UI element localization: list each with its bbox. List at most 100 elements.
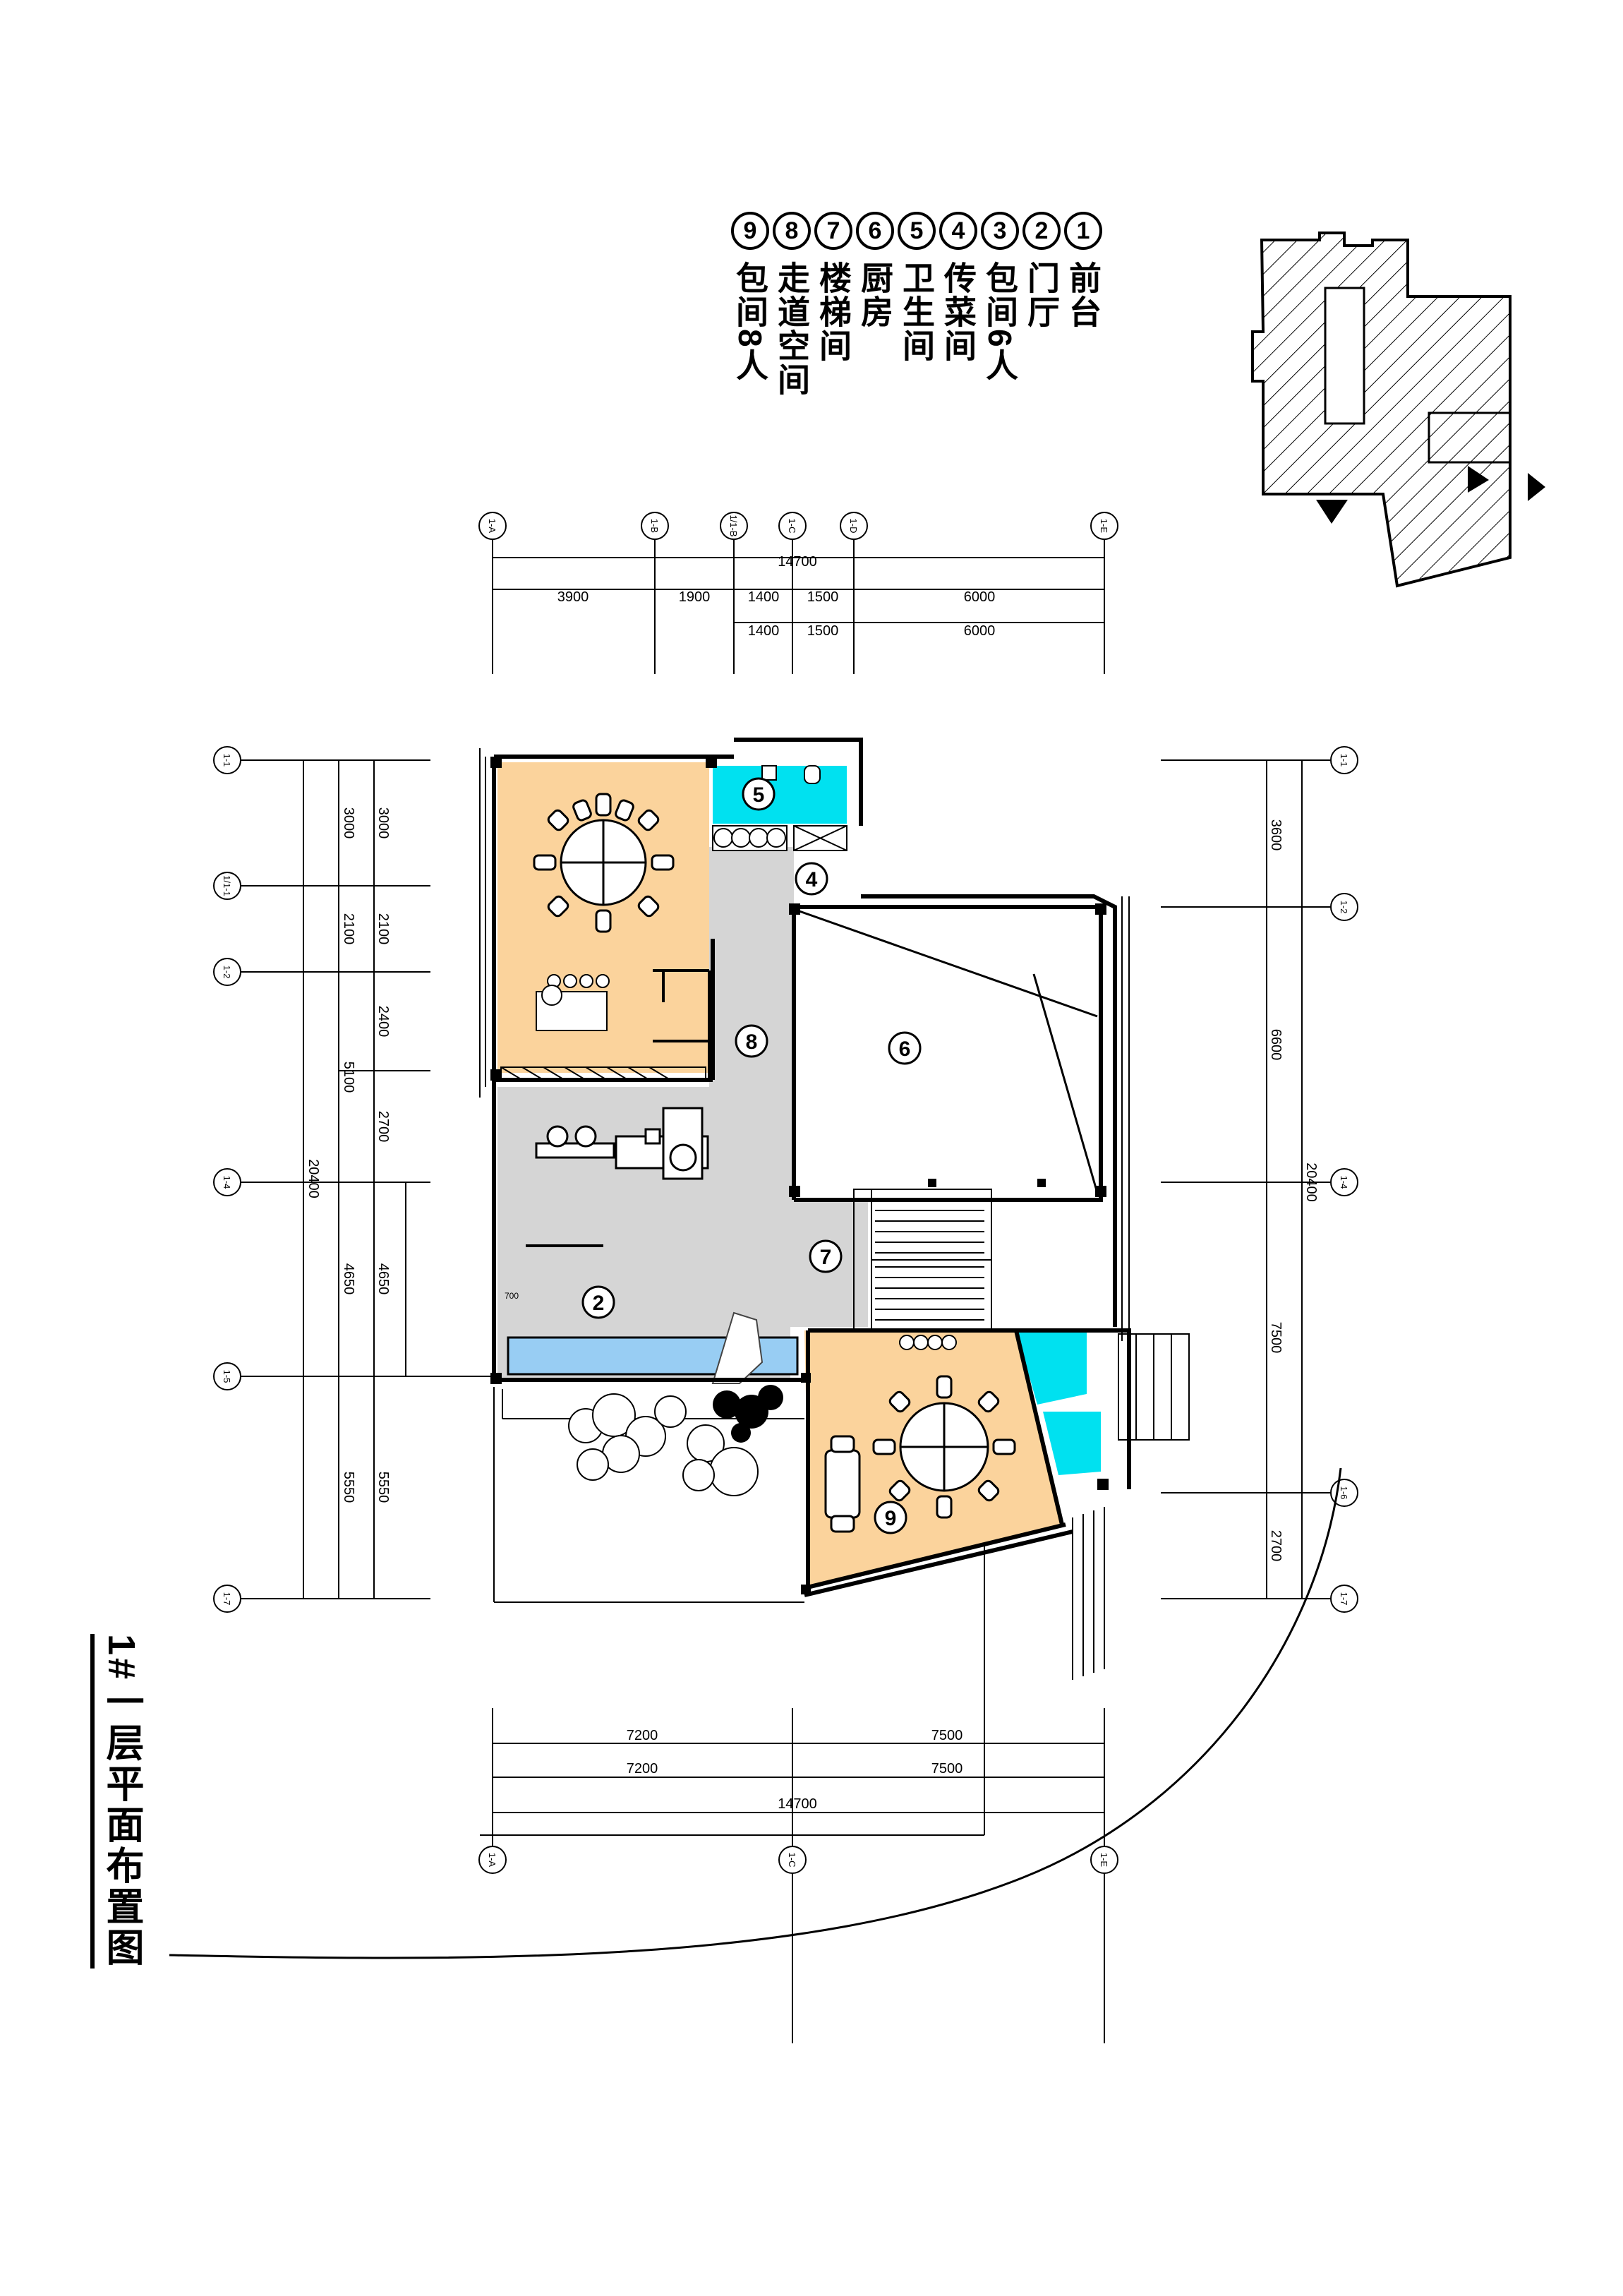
grid-bubble-bottom: 1-E bbox=[1090, 1846, 1118, 1874]
legend-label: 前台 bbox=[1065, 261, 1102, 329]
building bbox=[479, 738, 1190, 1680]
grid-label: 1-A bbox=[487, 519, 497, 534]
dim: 2700 bbox=[1268, 1530, 1284, 1562]
dim: 2400 bbox=[375, 1006, 391, 1038]
legend-label: 包间6人 bbox=[982, 261, 1018, 383]
dim-total: 14700 bbox=[778, 554, 817, 570]
legend-item: 2 门厅 bbox=[1020, 212, 1063, 329]
room-mark-9: 9 bbox=[885, 1507, 897, 1530]
grid-label: 1-E bbox=[1099, 519, 1109, 534]
grid-label: 1-A bbox=[487, 1853, 497, 1868]
left-dimension-labels: 3000 2100 5100 4650 5550 3000 2100 2400 … bbox=[306, 807, 391, 1503]
dim: 1500 bbox=[807, 623, 839, 639]
left-dimensions bbox=[240, 759, 494, 1599]
legend-label: 门厅 bbox=[1023, 261, 1060, 329]
legend-number: 2 bbox=[1022, 212, 1061, 250]
room-mark-7: 7 bbox=[820, 1246, 832, 1269]
dim: 1500 bbox=[807, 589, 839, 605]
top-dimensions bbox=[492, 526, 1105, 674]
entry-arrow-icon bbox=[1468, 466, 1489, 493]
grid-label: 1/1-1 bbox=[222, 875, 232, 896]
grid-label: 1/1-B bbox=[728, 515, 739, 536]
grid-bubble-right: 1-2 bbox=[1330, 893, 1358, 921]
grid-bubble-right: 1-1 bbox=[1330, 746, 1358, 774]
grid-bubble-top: 1-A bbox=[478, 512, 507, 540]
grid-bubble-left: 1-7 bbox=[213, 1585, 241, 1613]
dim: 5100 bbox=[341, 1062, 356, 1093]
site-boundary-curve bbox=[169, 1467, 1342, 1959]
legend-number: 1 bbox=[1064, 212, 1102, 250]
grid-label: 1-5 bbox=[222, 1370, 232, 1383]
dim-total: 20400 bbox=[306, 1159, 321, 1198]
grid-label: 1-2 bbox=[1339, 901, 1349, 914]
grid-bubble-bottom: 1-C bbox=[778, 1846, 807, 1874]
grid-label: 1-4 bbox=[222, 1176, 232, 1189]
grid-bubble-top: 1-C bbox=[778, 512, 807, 540]
left-grid-bubbles: 1-1 1/1-1 1-2 1-4 1-5 1-7 bbox=[213, 746, 241, 1613]
grid-bubble-right: 1-7 bbox=[1330, 1585, 1358, 1613]
legend-label: 走道空间 bbox=[773, 261, 810, 397]
landscape-trees bbox=[568, 1393, 759, 1496]
entry-arrow-icon bbox=[1528, 473, 1545, 501]
right-dimensions bbox=[1161, 759, 1334, 1599]
grid-bubble-left: 1-4 bbox=[213, 1168, 241, 1196]
legend-number: 5 bbox=[898, 212, 936, 250]
dim-total: 14700 bbox=[778, 1796, 817, 1812]
grid-label: 1-2 bbox=[222, 966, 232, 979]
dim: 1400 bbox=[748, 589, 780, 605]
legend-number: 4 bbox=[939, 212, 977, 250]
grid-bubble-left: 1-5 bbox=[213, 1362, 241, 1390]
grid-label: 1-6 bbox=[1339, 1486, 1349, 1500]
dim: 7500 bbox=[1268, 1322, 1284, 1354]
room-number-marks: 5 4 8 6 7 2 9 bbox=[581, 777, 922, 1534]
legend-number: 3 bbox=[981, 212, 1019, 250]
dim: 7200 bbox=[627, 1728, 658, 1743]
drawing-title: 1#一层平面布置图 bbox=[90, 1634, 144, 1969]
grid-bubble-top: 1-D bbox=[840, 512, 868, 540]
dim: 7500 bbox=[931, 1761, 963, 1777]
grid-bubble-left: 1/1-1 bbox=[213, 872, 241, 900]
top-dimension-labels: 14700 3900 1900 1400 1500 6000 1400 1500… bbox=[557, 554, 996, 639]
dim: 1900 bbox=[679, 589, 711, 605]
bottom-dimension-labels: 7200 7500 7200 7500 14700 bbox=[627, 1728, 963, 1812]
sideboard bbox=[536, 974, 610, 1031]
grid-bubble-left: 1-1 bbox=[213, 746, 241, 774]
grid-label: 1-1 bbox=[222, 754, 232, 767]
right-grid-bubbles: 1-11-21-41-61-7 bbox=[1330, 746, 1358, 1613]
dim: 3000 bbox=[341, 807, 356, 839]
dim-total: 20400 bbox=[1303, 1162, 1319, 1202]
grid-bubble-top: 1/1-B bbox=[720, 512, 748, 540]
grid-bubble-left: 1-2 bbox=[213, 958, 241, 986]
grid-bubble-top: 1-E bbox=[1090, 512, 1118, 540]
grid-bubble-top: 1-B bbox=[641, 512, 669, 540]
stairs bbox=[853, 1189, 992, 1331]
dim: 3600 bbox=[1268, 819, 1284, 851]
legend-number: 7 bbox=[814, 212, 852, 250]
dim: 6000 bbox=[964, 589, 996, 605]
grid-label: 1-C bbox=[787, 1853, 797, 1868]
dim: 5550 bbox=[375, 1472, 391, 1503]
legend-label: 包间8人 bbox=[732, 261, 768, 383]
bathroom-lower bbox=[1016, 1330, 1087, 1405]
legend-label: 卫生间 bbox=[898, 261, 935, 363]
room-mark-5: 5 bbox=[753, 783, 765, 807]
small-note: 700 bbox=[505, 1291, 519, 1301]
bottom-grid-bubbles: 1-A 1-C 1-E bbox=[478, 1846, 1118, 1874]
entry-arrow-icon bbox=[1316, 500, 1348, 524]
dim: 5550 bbox=[341, 1472, 356, 1503]
dim: 4650 bbox=[341, 1263, 356, 1295]
room-mark-4: 4 bbox=[806, 868, 818, 891]
grid-label: 1-1 bbox=[1339, 754, 1349, 767]
dim: 2700 bbox=[375, 1111, 391, 1143]
bathroom-lower-2 bbox=[1043, 1412, 1101, 1475]
top-grid-bubbles: 1-A 1-B 1/1-B 1-C 1-D 1-E bbox=[478, 512, 1118, 540]
dim: 1400 bbox=[748, 623, 780, 639]
grid-bubble-bottom: 1-A bbox=[478, 1846, 507, 1874]
room-mark-2: 2 bbox=[593, 1292, 605, 1315]
